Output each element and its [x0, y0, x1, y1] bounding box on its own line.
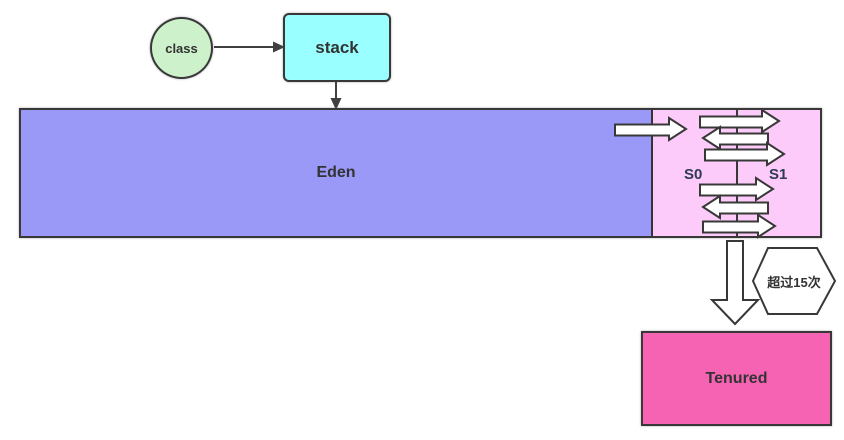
survivor-region: S0 S1: [653, 108, 822, 238]
eden-region-label: Eden: [316, 164, 356, 181]
class-to-stack-arrow: [214, 41, 285, 53]
eden-region: Eden: [19, 108, 653, 238]
tenured-region: Tenured: [641, 331, 832, 426]
stack-to-eden-arrow: [330, 82, 342, 110]
survivor-to-tenured-arrow: [709, 240, 761, 326]
stack-node-label: stack: [315, 37, 359, 57]
class-node: class: [150, 17, 213, 79]
stack-node: stack: [283, 13, 391, 82]
survivor-s0-label: S0: [684, 166, 703, 183]
promotion-condition-label: 超过15次: [767, 274, 821, 290]
tenured-region-label: Tenured: [705, 369, 768, 387]
class-node-label: class: [165, 40, 198, 56]
survivor-s1-label: S1: [769, 166, 788, 183]
